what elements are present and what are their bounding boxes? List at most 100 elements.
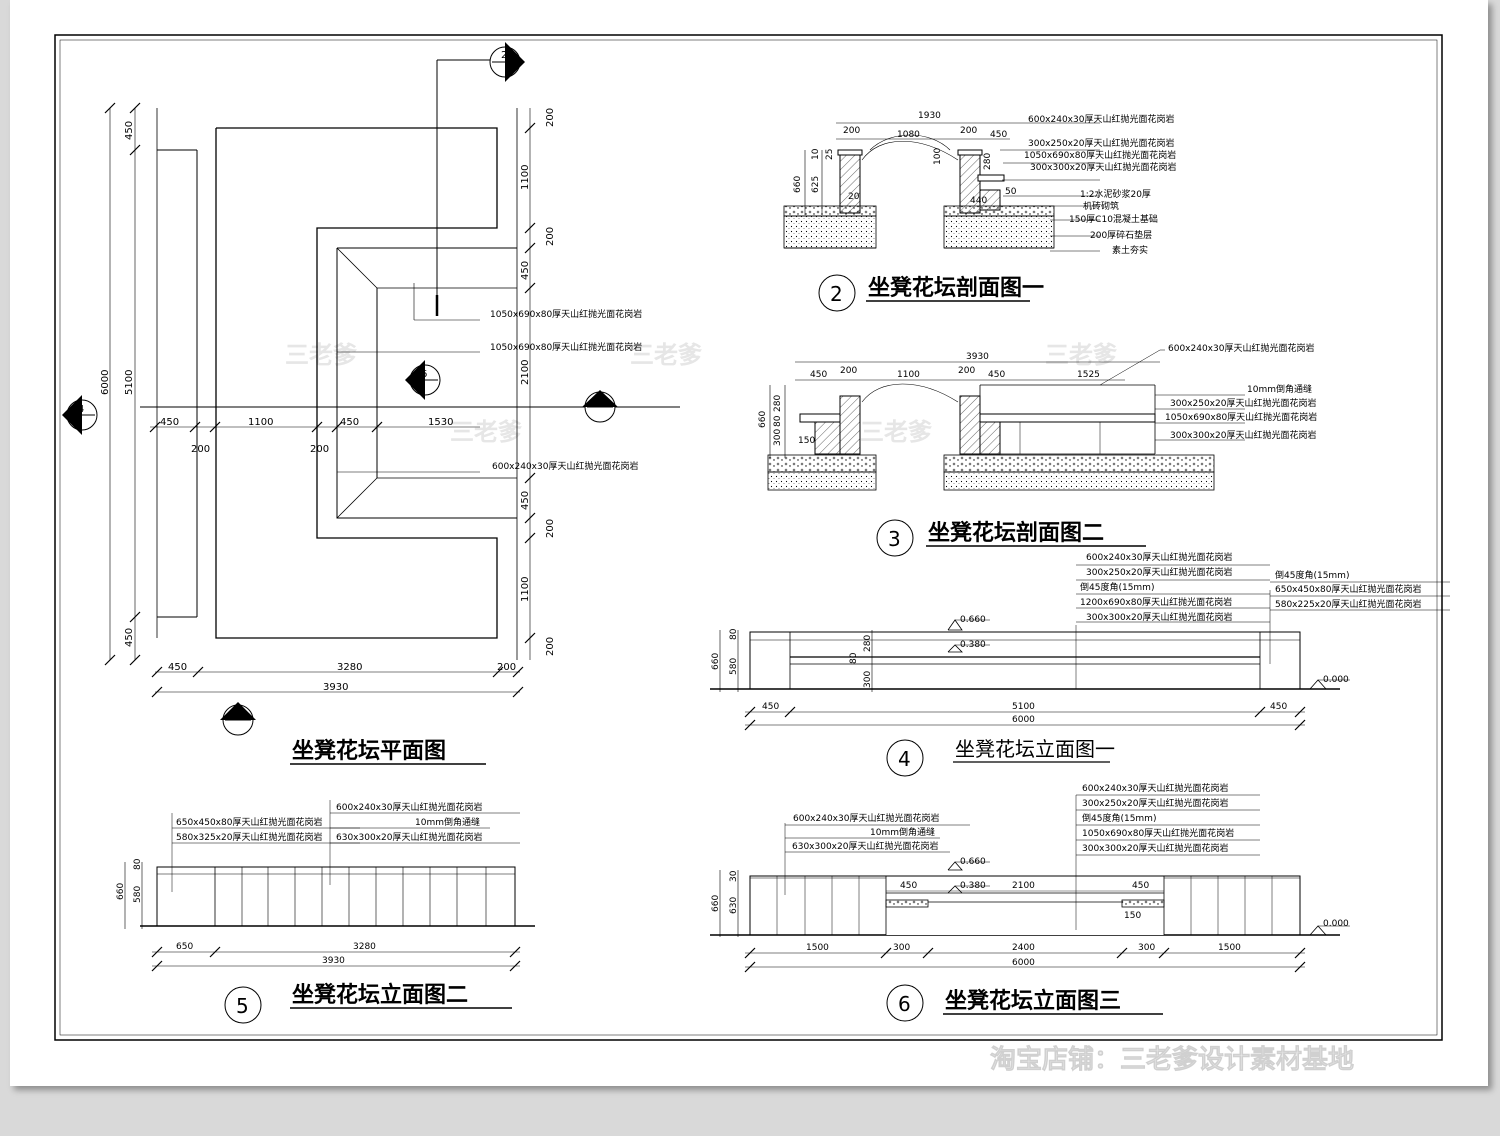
dim-text: 660: [711, 653, 721, 670]
section-marker-5: 5: [220, 702, 256, 736]
dim-text: 100: [933, 148, 943, 165]
dim-text: 80: [133, 858, 143, 870]
elevation-1-labels: 450 5100 450 6000 660 80 580 280 80 300 …: [711, 551, 1421, 725]
dim-text: 3280: [337, 662, 362, 673]
level-text: 0.660: [960, 857, 986, 867]
dim-text: 660: [758, 411, 768, 428]
material-label: 倒45度角(15mm): [1080, 581, 1154, 593]
dim-text: 150: [1124, 911, 1141, 921]
dim-text: 200: [545, 227, 556, 246]
material-label: 150厚C10混凝土基础: [1069, 213, 1158, 225]
drawing-title: 坐凳花坛剖面图一: [868, 275, 1044, 301]
material-label: 1050x690x80厚天山红抛光面花岗岩: [490, 308, 642, 320]
material-label: 300x300x20厚天山红抛光面花岗岩: [1030, 161, 1176, 173]
material-label: 600x240x30厚天山红抛光面花岗岩: [336, 801, 482, 813]
material-label: 1200x690x80厚天山红抛光面花岗岩: [1080, 596, 1232, 608]
elevation-2-labels: 650 3280 3930 660 80 580 650x450x80厚天山红抛…: [116, 801, 482, 966]
marker-number: 4: [78, 404, 84, 415]
material-label: 600x240x30厚天山红抛光面花岗岩: [1168, 342, 1314, 354]
watermark-group: 三老爹 三老爹 三老爹 三老爹 三老爹 淘宝店铺：三老爹设计素材基地: [285, 341, 1354, 1075]
dim-text: 2100: [1012, 881, 1035, 891]
drawing-sheet: 三老爹 三老爹 三老爹 三老爹 三老爹 淘宝店铺：三老爹设计素材基地: [10, 0, 1488, 1086]
dim-text: 1080: [897, 130, 920, 140]
material-label: 600x240x30厚天山红抛光面花岗岩: [1086, 551, 1232, 563]
material-label: 10mm倒角通缝: [415, 816, 480, 828]
level-text: 0.000: [1323, 675, 1349, 685]
dim-text: 200: [545, 519, 556, 538]
dim-text: 150: [798, 436, 815, 446]
dim-text: 300: [893, 943, 910, 953]
title-number: 4: [898, 747, 911, 771]
material-label: 300x300x20厚天山红抛光面花岗岩: [1082, 842, 1228, 854]
marker-number: 3: [596, 396, 602, 407]
dim-text: 580: [729, 658, 739, 675]
section-2-view: [767, 349, 1245, 491]
dim-text: 200: [960, 126, 977, 136]
watermark-ghost: 三老爹: [450, 418, 523, 446]
title-number: 5: [236, 994, 249, 1018]
material-label: 素土夯实: [1112, 244, 1148, 256]
dim-text: 660: [711, 895, 721, 912]
dim-text: 450: [810, 370, 827, 380]
dim-text: 450: [340, 417, 359, 428]
section-marker-4: 4: [62, 395, 98, 435]
dim-text: 30: [729, 870, 739, 882]
dim-text: 580: [133, 886, 143, 903]
dim-text: 300: [773, 429, 783, 446]
marker-number: 6: [421, 369, 427, 380]
elevation-3-labels: 450 2100 450 150 1500 300 2400 300 1500 …: [711, 782, 1349, 968]
dim-text: 450: [124, 121, 135, 140]
title-number: 2: [830, 282, 843, 306]
watermark-shop: 淘宝店铺：三老爹设计素材基地: [990, 1044, 1354, 1075]
dim-text: 450: [520, 491, 531, 510]
dim-text: 6000: [1012, 958, 1035, 968]
dim-text: 5100: [124, 370, 135, 395]
drawing-title: 坐凳花坛平面图: [292, 738, 446, 764]
marker-number: 5: [234, 709, 240, 720]
dim-text: 450: [900, 881, 917, 891]
elevation-2-view: [124, 800, 535, 972]
dim-text: 3280: [353, 942, 376, 952]
elevation-2-title: 5 坐凳花坛立面图二: [224, 982, 512, 1024]
plan-title: 坐凳花坛平面图: [290, 738, 486, 765]
material-label: 650x450x80厚天山红抛光面花岗岩: [176, 816, 322, 828]
section-1-labels: 1930 200 1080 200 450 660 625 10 25 100 …: [793, 111, 1176, 256]
title-number: 6: [898, 992, 911, 1016]
dim-text: 280: [983, 153, 993, 170]
watermark-ghost: 三老爹: [285, 341, 358, 369]
level-text: 0.380: [960, 640, 986, 650]
material-label: 600x240x30厚天山红抛光面花岗岩: [1082, 782, 1228, 794]
material-label: 600x240x30厚天山红抛光面花岗岩: [492, 460, 638, 472]
dim-text: 450: [520, 261, 531, 280]
dim-text: 200: [545, 108, 556, 127]
level-text: 0.380: [960, 881, 986, 891]
elevation-3-title: 6 坐凳花坛立面图三: [886, 984, 1163, 1022]
dim-text: 6000: [1012, 715, 1035, 725]
material-label: 倒45度角(15mm): [1082, 812, 1156, 824]
watermark-ghost: 三老爹: [1045, 341, 1118, 369]
elevation-1-view: [710, 564, 1450, 731]
drawing-title: 坐凳花坛立面图三: [945, 988, 1121, 1014]
dim-text: 10: [811, 148, 821, 160]
dim-text: 1100: [520, 165, 531, 190]
material-label: 300x250x20厚天山红抛光面花岗岩: [1082, 797, 1228, 809]
dim-text: 200: [545, 637, 556, 656]
material-label: 580x325x20厚天山红抛光面花岗岩: [176, 831, 322, 843]
elevation-1-title: 4 坐凳花坛立面图一: [886, 737, 1115, 777]
dim-text: 450: [1270, 702, 1287, 712]
drawing-title: 坐凳花坛剖面图二: [928, 520, 1104, 546]
elevation-3-view: [710, 794, 1350, 973]
dim-text: 1100: [248, 417, 273, 428]
material-label: 1050x690x80厚天山红抛光面花岗岩: [1082, 827, 1234, 839]
watermark-ghost: 三老爹: [860, 418, 933, 446]
dim-text: 450: [762, 702, 779, 712]
dim-text: 1100: [897, 370, 920, 380]
dim-text: 450: [124, 628, 135, 647]
watermark-ghost: 三老爹: [630, 341, 703, 369]
material-label: 580x225x20厚天山红抛光面花岗岩: [1275, 598, 1421, 610]
dim-text: 300: [863, 671, 873, 688]
dim-text: 80: [773, 415, 783, 427]
dim-text: 80: [729, 628, 739, 640]
dim-text: 440: [970, 196, 987, 206]
section-1-title: 2 坐凳花坛剖面图一: [818, 274, 1044, 312]
